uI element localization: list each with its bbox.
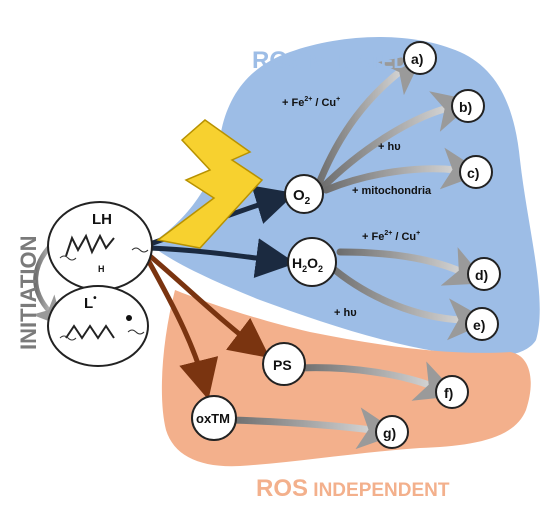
outcome-f-label: f): [444, 385, 453, 401]
arrow-o2-c: [322, 147, 484, 194]
l-radical-label: L•: [84, 293, 97, 312]
l-radical-wave-right: [127, 329, 145, 335]
initiation-title: INITIATION: [16, 236, 41, 350]
outcome-a-label: a): [411, 51, 423, 67]
arrow-lh-oxtm: [145, 258, 219, 400]
h2o2-node: [287, 237, 337, 287]
o2-label: O2: [293, 187, 311, 207]
lh-chain: [65, 233, 115, 257]
oxtm-node: [191, 395, 237, 441]
outcome-g: [375, 415, 409, 449]
outcome-a: [403, 41, 437, 75]
l-radical-node: [47, 285, 149, 367]
arrow-lh-ps: [148, 254, 270, 359]
l-radical-wave-left: [59, 335, 77, 341]
ros-independent-title: ROS INDEPENDENT: [256, 475, 450, 502]
arrow-h2o2-d: [336, 247, 488, 286]
outcome-e-label: e): [473, 317, 485, 333]
ps-label: PS: [273, 357, 292, 373]
outcome-e: [465, 307, 499, 341]
o2-node: [284, 174, 324, 214]
lh-chain-wave-left: [59, 255, 77, 261]
outcome-c-label: c): [467, 165, 479, 181]
label-hv-2: + hυ: [334, 307, 357, 319]
outcome-d: [467, 257, 501, 291]
outcome-b-label: b): [459, 99, 472, 115]
outcome-b: [451, 89, 485, 123]
label-hv-1: + hυ: [378, 141, 401, 153]
label-fe-cu-2: + Fe2+ / Cu+: [362, 230, 420, 243]
arrow-lh-h2o2: [149, 238, 296, 278]
ps-node: [262, 342, 306, 386]
ros-mediated-title: ROS MEDIATED: [252, 47, 407, 74]
lh-h-label: H: [98, 264, 105, 274]
h2o2-label: H2O2: [292, 255, 323, 274]
arrow-ps-f: [296, 361, 459, 401]
radical-dot: [126, 315, 132, 321]
oxtm-label: oxTM: [196, 411, 230, 426]
label-fe-cu-1: + Fe2+ / Cu+: [282, 96, 340, 109]
outcome-f: [435, 375, 469, 409]
lightning-icon: [156, 119, 264, 249]
outcome-g-label: g): [383, 425, 396, 441]
label-mitochondria: + mitochondria: [352, 185, 432, 197]
arrow-o2-a: [314, 52, 425, 190]
lh-chain-wave-right: [131, 247, 149, 253]
l-radical-chain: [65, 324, 115, 340]
outcome-c: [459, 155, 493, 189]
arrow-o2-b: [318, 91, 476, 192]
lh-label: LH: [92, 211, 112, 228]
arrow-h2o2-e: [326, 262, 490, 341]
arrow-oxtm-g: [228, 407, 400, 450]
outcome-d-label: d): [475, 267, 488, 283]
